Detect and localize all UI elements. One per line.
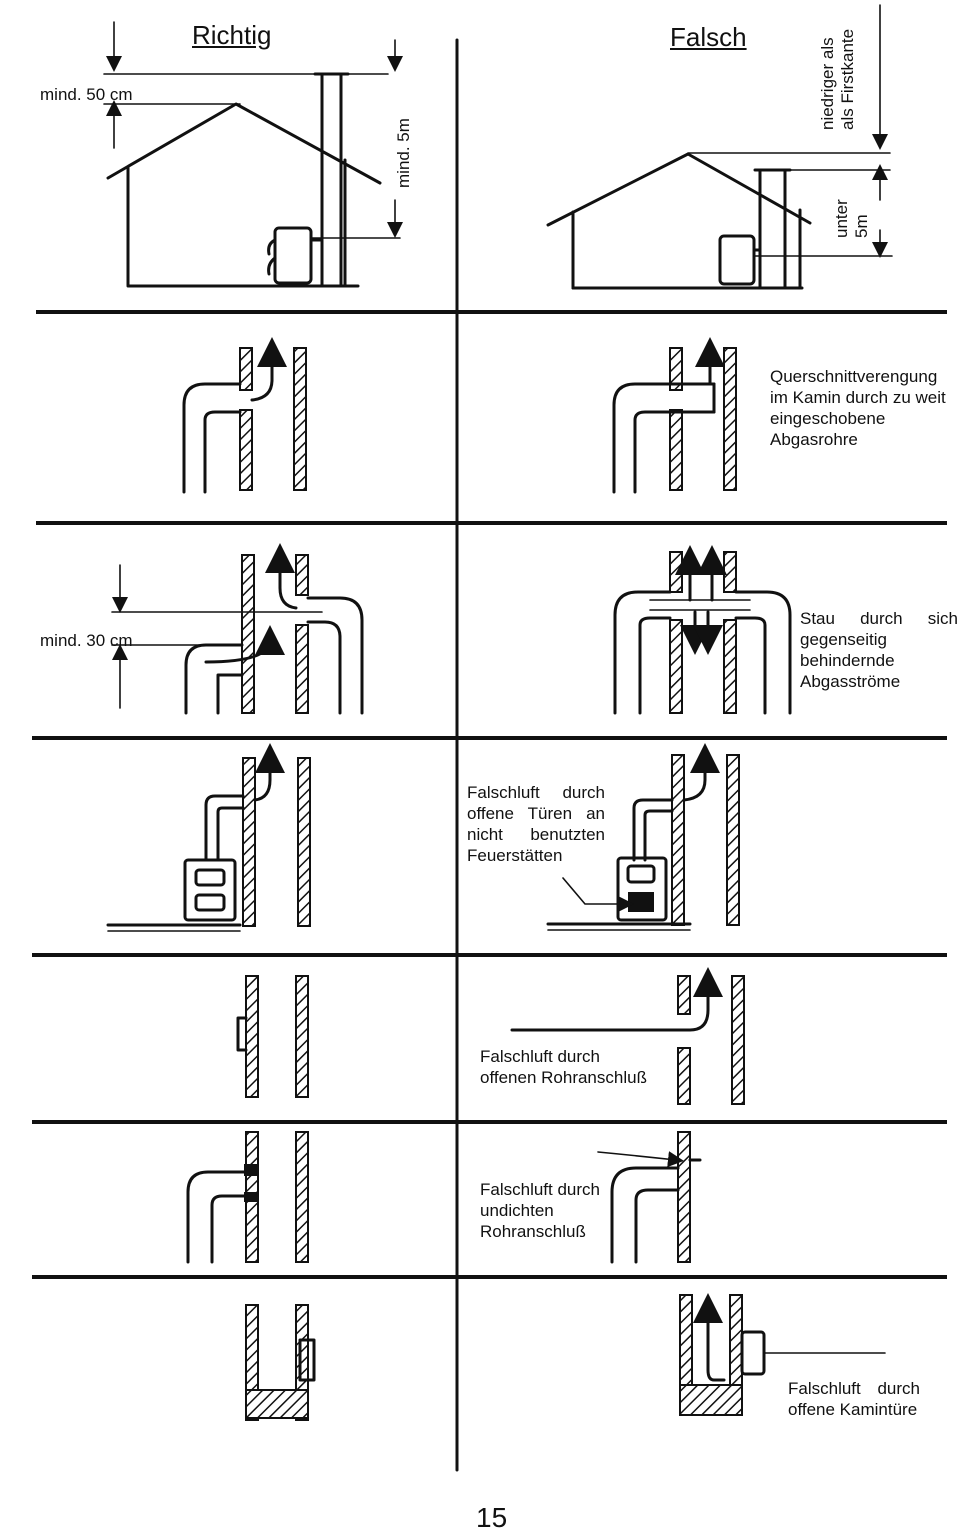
- label-min-50cm: mind. 50 cm: [40, 85, 133, 104]
- chimney-row2-correct: [182, 337, 307, 494]
- chimney-row4-wrong: [546, 743, 740, 931]
- note-chimney-door: Falschluft durch offene Kamintüre: [788, 1379, 920, 1419]
- chimney-row7-wrong: [679, 1293, 886, 1416]
- label-lower-than-ridge: niedriger als als Firstkante: [818, 28, 857, 130]
- house-correct: [106, 72, 382, 288]
- chimney-row6-wrong: [597, 1131, 702, 1264]
- chimney-row5-correct: [236, 975, 309, 1098]
- chimney-row7-correct: [245, 1304, 316, 1421]
- note-congestion: Stau durch sich gegenseitig behindernde …: [800, 609, 958, 691]
- chimney-row3-correct: [184, 543, 364, 715]
- chimney-row4-correct: [106, 743, 311, 932]
- dimension-lines-wrong: [687, 4, 893, 258]
- note-cross-section: Querschnittverengung im Kamin durch zu w…: [770, 367, 946, 449]
- chimney-row5-wrong: [510, 967, 745, 1105]
- chimney-row6-correct: [186, 1131, 309, 1264]
- dimension-lines-row3: [111, 564, 323, 709]
- note-leaky-pipe: Falschluft durch undichten Rohranschluß: [480, 1180, 600, 1241]
- page-number: 15: [476, 1502, 508, 1533]
- heading-wrong: Falsch: [670, 22, 747, 52]
- label-under-5m: unter 5m: [832, 199, 871, 238]
- label-min-5m: mind. 5m: [394, 118, 413, 188]
- chimney-row3-wrong: [613, 545, 792, 715]
- note-open-doors: Falschluft durch offene Türen an nicht b…: [467, 783, 605, 865]
- dimension-lines-correct: [103, 21, 403, 239]
- heading-correct: Richtig: [192, 20, 272, 50]
- note-open-pipe: Falschluft durch offenen Rohranschluß: [480, 1047, 647, 1087]
- label-min-30cm: mind. 30 cm: [40, 631, 133, 650]
- section-separators: [32, 310, 947, 1279]
- house-wrong: [546, 152, 812, 290]
- chimney-row2-wrong: [612, 337, 737, 494]
